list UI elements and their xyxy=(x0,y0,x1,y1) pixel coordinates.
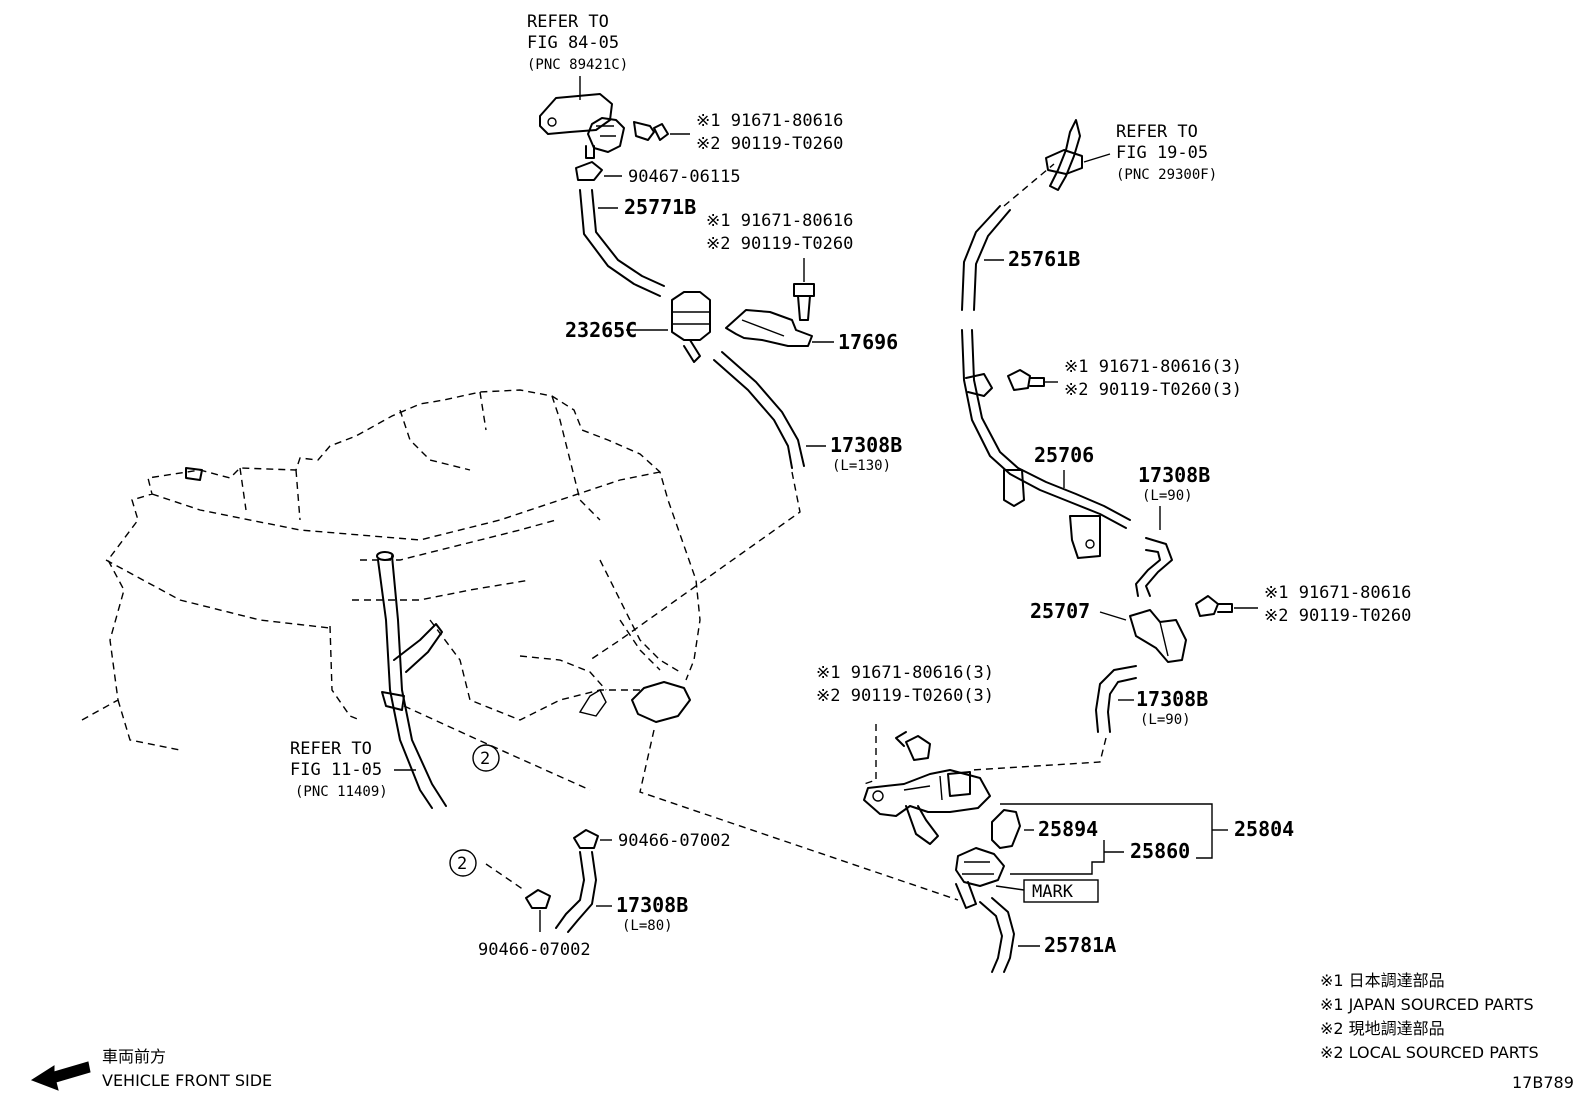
circle-2-label: 2 xyxy=(480,749,490,769)
ref-line2: FIG 84-05 xyxy=(527,33,619,53)
circle-2-label: 2 xyxy=(457,854,467,874)
bracket-25707: 25707 xyxy=(1030,599,1187,663)
label-17696: 17696 xyxy=(838,330,898,354)
legend-line1: ※1 日本調達部品 xyxy=(1320,971,1445,990)
bolt-e-l2: ※2 90119-T0260(3) xyxy=(816,686,994,706)
ref-line1: REFER TO xyxy=(527,12,609,32)
bolt-e: ※1 91671-80616(3) ※2 90119-T0260(3) xyxy=(816,663,994,761)
bolt-c-l2: ※2 90119-T0260(3) xyxy=(1064,380,1242,400)
label-25771b: 25771B xyxy=(624,195,696,219)
len-90a: (L=90) xyxy=(1142,488,1193,504)
vsv-assembly: 25894 25860 25804 MARK xyxy=(863,769,1294,909)
ref-line3: (PNC 89421C) xyxy=(527,57,628,73)
vehicle-front-indicator: 車両前方 VEHICLE FRONT SIDE xyxy=(30,1047,272,1091)
diagram-code: 17B789 xyxy=(1512,1073,1574,1092)
circle-marker-bottom: 2 xyxy=(449,849,477,877)
legend-line2: ※1 JAPAN SOURCED PARTS xyxy=(1320,995,1534,1014)
ref-line2: FIG 11-05 xyxy=(290,760,382,780)
len-130: (L=130) xyxy=(832,458,891,474)
label-25804: 25804 xyxy=(1234,817,1294,841)
label-25894: 25894 xyxy=(1038,817,1098,841)
ref-line1: REFER TO xyxy=(1116,122,1198,142)
ref-fig-11-05: REFER TO FIG 11-05 (PNC 11409) xyxy=(290,739,416,800)
label-25706: 25706 xyxy=(1034,443,1094,467)
ref-line3: (PNC 29300F) xyxy=(1116,167,1217,183)
label-25781a: 25781A xyxy=(1044,933,1116,957)
bolt-c-l1: ※1 91671-80616(3) xyxy=(1064,357,1242,377)
bolt-b: ※1 91671-80616 ※2 90119-T0260 xyxy=(706,211,853,321)
ref-line2: FIG 19-05 xyxy=(1116,143,1208,163)
ref-line3: (PNC 11409) xyxy=(295,784,388,800)
hose-25761b: 25761B xyxy=(961,205,1080,311)
bolt-d-l1: ※1 91671-80616 xyxy=(1264,583,1411,603)
front-label-jp: 車両前方 xyxy=(102,1047,166,1066)
pressure-sensor-icon xyxy=(539,93,625,159)
label-25707: 25707 xyxy=(1030,599,1090,623)
mark-label: MARK xyxy=(1032,882,1074,902)
label-25761b: 25761B xyxy=(1008,247,1080,271)
bolt-e-l1: ※1 91671-80616(3) xyxy=(816,663,994,683)
label-90467: 90467-06115 xyxy=(628,167,741,187)
legend-line4: ※2 LOCAL SOURCED PARTS xyxy=(1320,1043,1539,1062)
bolt-a: ※1 91671-80616 ※2 90119-T0260 xyxy=(633,111,843,154)
bolt-d-l2: ※2 90119-T0260 xyxy=(1264,606,1411,626)
label-25860: 25860 xyxy=(1130,839,1190,863)
legend: ※1 日本調達部品 ※1 JAPAN SOURCED PARTS ※2 現地調達… xyxy=(1320,971,1574,1092)
len-80: (L=80) xyxy=(622,918,673,934)
clip-90466-bottom: 90466-07002 xyxy=(478,889,591,960)
bracket-17696: 17696 xyxy=(725,309,898,354)
pipe-25706: 25706 xyxy=(961,329,1131,559)
bolt-b-l2: ※2 90119-T0260 xyxy=(706,234,853,254)
bolt-a-l2: ※2 90119-T0260 xyxy=(696,134,843,154)
label-17308b-90b: 17308B xyxy=(1136,687,1208,711)
connection-lines xyxy=(403,163,1107,901)
hose-17308b-130: 17308B (L=130) xyxy=(713,351,902,474)
clip-90466-top: 90466-07002 xyxy=(573,829,731,851)
label-90466-top: 90466-07002 xyxy=(618,831,731,851)
hose-25781a: 25781A xyxy=(979,897,1116,973)
hose-17308b-80: 17308B (L=80) xyxy=(555,851,688,934)
len-90b: (L=90) xyxy=(1140,712,1191,728)
label-17308b-130: 17308B xyxy=(830,433,902,457)
legend-line3: ※2 現地調達部品 xyxy=(1320,1019,1445,1038)
ref-line1: REFER TO xyxy=(290,739,372,759)
bolt-b-l1: ※1 91671-80616 xyxy=(706,211,853,231)
label-90466-bottom: 90466-07002 xyxy=(478,940,591,960)
bolt-c: ※1 91671-80616(3) ※2 90119-T0260(3) xyxy=(1007,357,1242,400)
label-17308b-80: 17308B xyxy=(616,893,688,917)
hose-17308b-90a: 17308B (L=90) xyxy=(1135,463,1210,597)
ref-fig-19-05: REFER TO FIG 19-05 (PNC 29300F) xyxy=(1045,119,1217,191)
hose-25771b: 25771B xyxy=(579,189,696,297)
clip-90467: 90467-06115 xyxy=(575,161,741,187)
circle-marker-top: 2 xyxy=(472,744,500,772)
filter-23265c: 23265C xyxy=(565,291,711,363)
engine-outline xyxy=(81,389,701,809)
front-arrow-icon xyxy=(30,1061,91,1091)
bolt-a-l1: ※1 91671-80616 xyxy=(696,111,843,131)
front-label-en: VEHICLE FRONT SIDE xyxy=(102,1071,272,1090)
bolt-d: ※1 91671-80616 ※2 90119-T0260 xyxy=(1195,583,1411,626)
ref-fig-84-05: REFER TO FIG 84-05 (PNC 89421C) xyxy=(527,12,628,100)
label-23265c: 23265C xyxy=(565,318,637,342)
label-17308b-90a: 17308B xyxy=(1138,463,1210,487)
hose-17308b-90b: 17308B (L=90) xyxy=(1095,665,1208,733)
